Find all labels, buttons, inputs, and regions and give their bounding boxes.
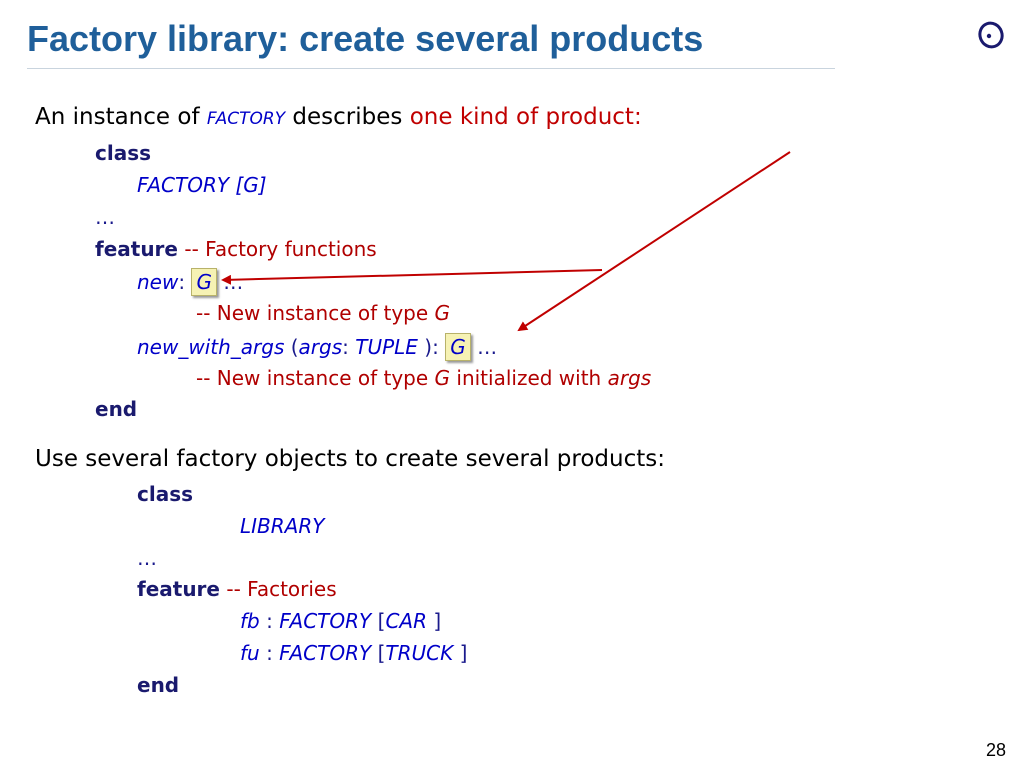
intro1-mid: describes [285,104,410,130]
code1-class-line: class [95,141,151,165]
code1-nwa-dots: … [470,335,498,359]
code1-class-keyword: class [95,141,152,165]
code2-classname-line: LIBRARY [240,514,324,538]
code1-end-line: end [95,397,137,421]
title-divider [27,68,835,69]
code2-class-line: class [137,482,193,506]
code2-fb-name: fb [240,609,260,633]
intro1-before: An instance of [35,104,207,130]
intro1-factory: FACTORY [206,109,286,129]
code2-feature-keyword: feature [137,577,220,601]
code1-nwa-arg: args [298,335,343,359]
code2-class-name: LIBRARY [240,514,325,538]
code1-nwa-colon: : [342,335,356,359]
code2-fb-type: FACTORY [279,609,372,633]
code2-ellipsis: … [137,546,157,570]
code1-new-comment-g: G [434,301,451,325]
intro1-highlight: one kind of product: [409,104,642,130]
code2-fu-line: fu : FACTORY [TRUCK ] [240,641,467,665]
eth-logo-icon [978,21,1004,49]
code1-nwa-name: new_with_args [137,335,285,359]
code1-feature-line: feature -- Factory functions [95,237,377,261]
code2-class-keyword: class [137,482,194,506]
code1-nwa-type-box: G [445,333,471,361]
arrow-to-new-type [221,269,603,285]
code1-nwa-line: new_with_args (args: TUPLE ): G … [137,333,497,361]
code2-fb-open: [ [371,609,386,633]
code2-feature-line: feature -- Factories [137,577,337,601]
code1-new-colon: : [178,270,192,294]
code2-fb-param: CAR [385,609,427,633]
intro2-text: Use several factory objects to create se… [35,446,665,472]
code2-ellipsis-line: … [137,546,157,570]
intro-sentence-2: Use several factory objects to create se… [35,445,665,473]
code2-fu-sep: : [259,641,280,665]
code2-end-line: end [137,673,179,697]
code2-end-keyword: end [137,673,180,697]
code2-fu-param: TRUCK [385,641,454,665]
slide-title: Factory library: create several products [27,18,704,59]
code1-class-name: FACTORY [137,173,230,197]
code2-fu-open: [ [371,641,386,665]
code1-nwa-open: ( [284,335,299,359]
code1-nwa-comment-line: -- New instance of type G initialized wi… [196,366,651,390]
code1-new-dots: … [216,270,244,294]
intro-sentence-1: An instance of FACTORY describes one kin… [35,103,642,133]
code1-new-name: new [137,270,179,294]
code2-fb-close: ] [426,609,442,633]
code2-feature-comment: -- Factories [220,577,337,601]
code1-new-type-box: G [191,268,217,296]
code1-nwa-comment-g: G [434,366,451,390]
code2-fb-sep: : [259,609,280,633]
code1-ellipsis: … [95,205,115,229]
code1-nwa-comment: -- New instance of type [196,366,435,390]
code1-new-comment-line: -- New instance of type G [196,301,450,325]
code1-nwa-comment-mid: initialized with [450,366,608,390]
code1-nwa-close: ): [417,335,446,359]
code1-nwa-type: TUPLE [355,335,418,359]
page-number: 28 [986,740,1007,760]
code2-fu-type: FACTORY [279,641,372,665]
code2-fu-name: fu [240,641,260,665]
code1-generic: [G] [229,173,267,197]
code1-feature-keyword: feature [95,237,178,261]
code2-fb-line: fb : FACTORY [CAR ] [240,609,441,633]
code2-fu-close: ] [453,641,468,665]
code1-classname-line: FACTORY [G] [137,173,267,197]
code1-nwa-comment-args: args [607,366,652,390]
code1-new-comment: -- New instance of type [196,301,435,325]
code1-new-line: new: G … [137,268,243,296]
code1-feature-comment: -- Factory functions [178,237,377,261]
arrow-to-nwa-type [517,151,791,332]
code1-ellipsis-line: … [95,205,115,229]
code1-end-keyword: end [95,397,138,421]
